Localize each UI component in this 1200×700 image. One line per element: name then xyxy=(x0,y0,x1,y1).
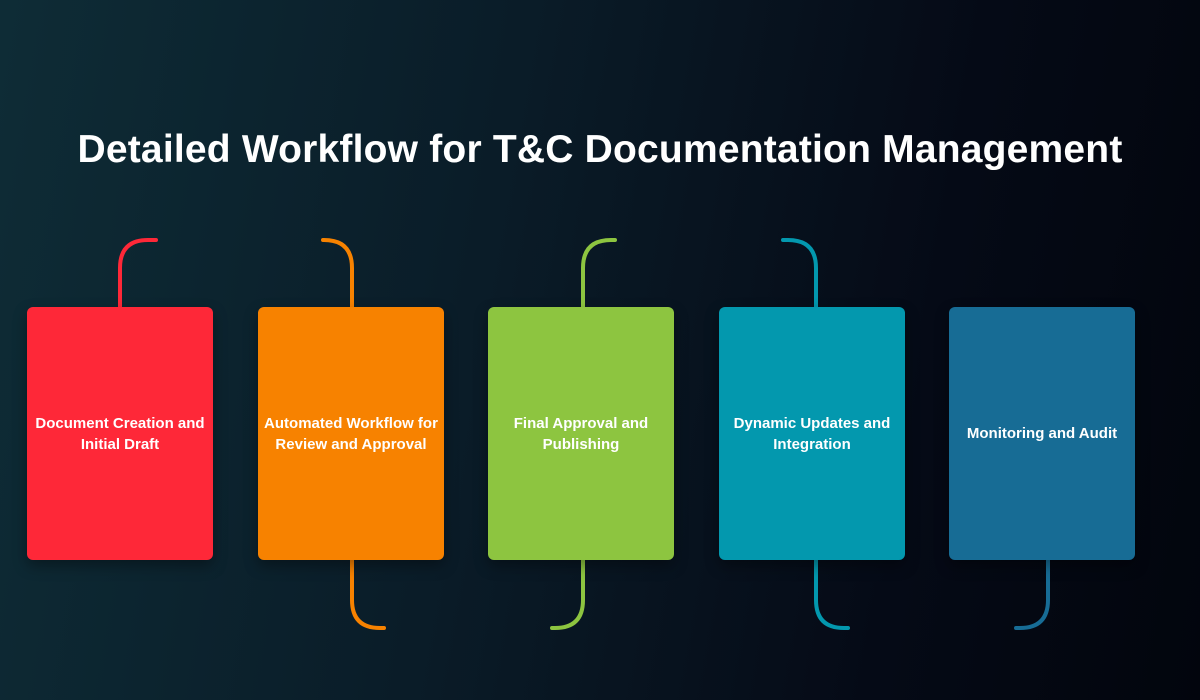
step-label: Monitoring and Audit xyxy=(966,425,1118,442)
step-label: Document Creation and Initial Draft xyxy=(35,414,205,453)
step-label: Automated Workflow for Review and Approv… xyxy=(264,414,438,453)
connector-4-5 xyxy=(814,558,1050,630)
step-card-document-creation: Document Creation and Initial Draft xyxy=(27,307,213,560)
connector-1-2 xyxy=(118,238,354,309)
connector-2-3 xyxy=(350,558,585,630)
diagram-title: Detailed Workflow for T&C Documentation … xyxy=(77,128,1123,171)
step-card-final-approval: Final Approval and Publishing xyxy=(488,307,674,560)
connector-3-4 xyxy=(581,238,818,309)
step-label: Dynamic Updates and Integration xyxy=(733,414,891,453)
step-card-monitoring-audit: Monitoring and Audit xyxy=(949,307,1135,560)
step-card-dynamic-updates: Dynamic Updates and Integration xyxy=(719,307,905,560)
step-label: Final Approval and Publishing xyxy=(513,414,649,453)
step-card-automated-workflow: Automated Workflow for Review and Approv… xyxy=(258,307,444,560)
